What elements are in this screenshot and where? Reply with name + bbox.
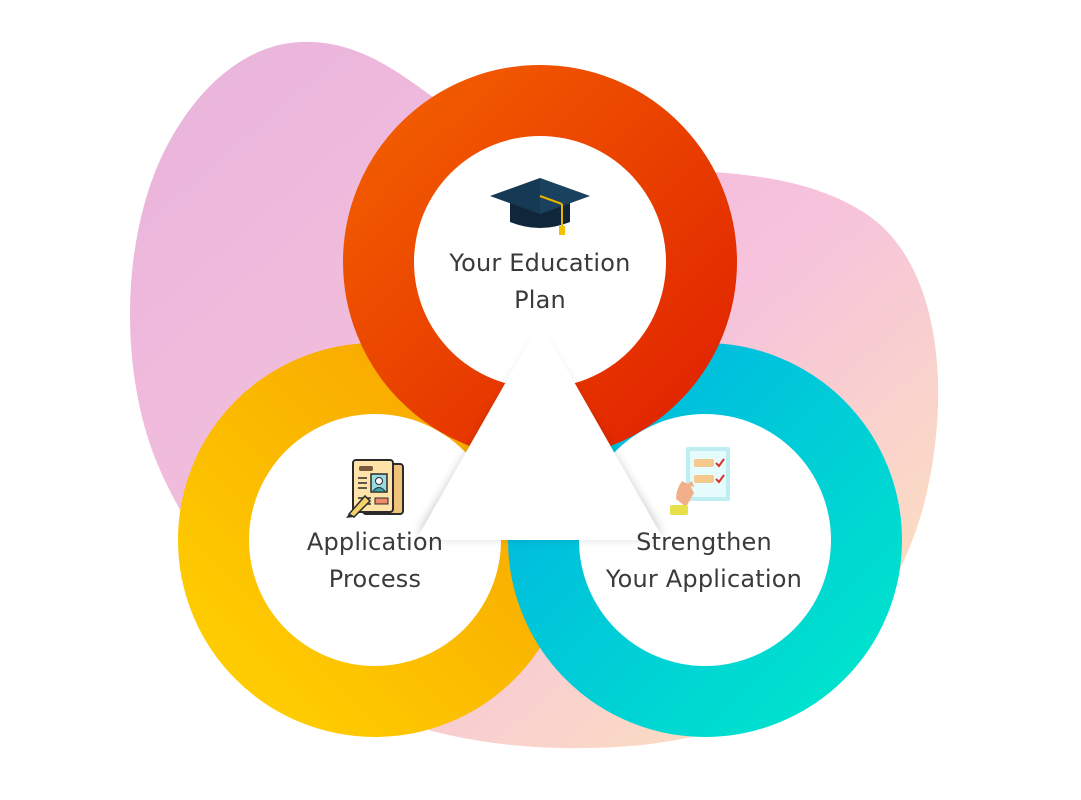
application-form-icon	[346, 459, 404, 518]
node-label-line: Plan	[514, 286, 566, 314]
node-label-line: Your Application	[605, 565, 803, 593]
graduation-cap-icon	[490, 178, 590, 235]
node-label-line: Application	[306, 528, 444, 556]
node-label-education-plan: Your Education Plan	[430, 245, 650, 319]
node-label-line: Your Education	[449, 249, 631, 277]
checklist-hand-icon	[670, 447, 730, 515]
center-triangle	[416, 322, 664, 540]
node-label-application-process: Application Process	[275, 524, 475, 598]
node-label-line: Strengthen	[636, 528, 772, 556]
node-label-strengthen-application: Strengthen Your Application	[592, 524, 816, 598]
node-label-line: Process	[328, 565, 422, 593]
